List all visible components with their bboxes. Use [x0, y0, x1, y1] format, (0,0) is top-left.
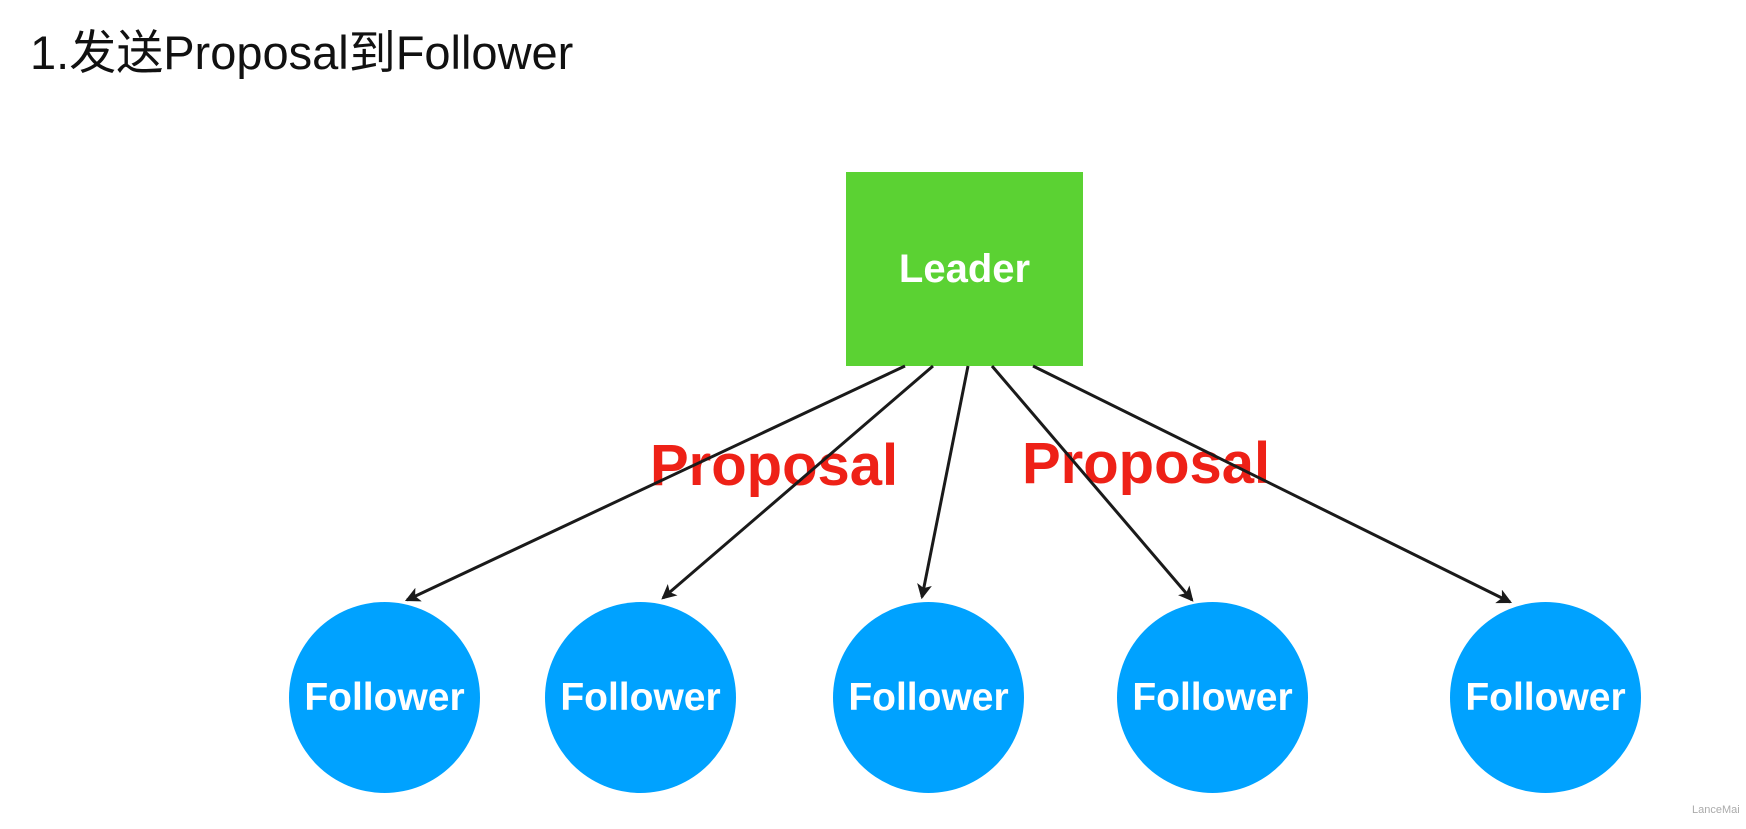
follower-label-1: Follower — [304, 675, 465, 719]
page-title: 1.发送Proposal到Follower — [30, 26, 574, 79]
follower-label-2: Follower — [560, 675, 721, 719]
follower-node-5: Follower — [1450, 602, 1641, 793]
follower-node-1: Follower — [289, 602, 480, 793]
follower-node-2: Follower — [545, 602, 736, 793]
leader-node: Leader — [846, 172, 1083, 366]
follower-node-3: Follower — [833, 602, 1024, 793]
follower-label-4: Follower — [1132, 675, 1293, 719]
follower-label-3: Follower — [848, 675, 1009, 719]
edge-label-proposal-right: Proposal — [1022, 431, 1271, 496]
follower-node-4: Follower — [1117, 602, 1308, 793]
follower-label-5: Follower — [1465, 675, 1626, 719]
edge-label-proposal-left: Proposal — [650, 433, 899, 498]
watermark: LanceMai — [1692, 804, 1740, 816]
arrow-leader-to-follower-3 — [917, 365, 970, 600]
leader-label: Leader — [898, 246, 1031, 291]
